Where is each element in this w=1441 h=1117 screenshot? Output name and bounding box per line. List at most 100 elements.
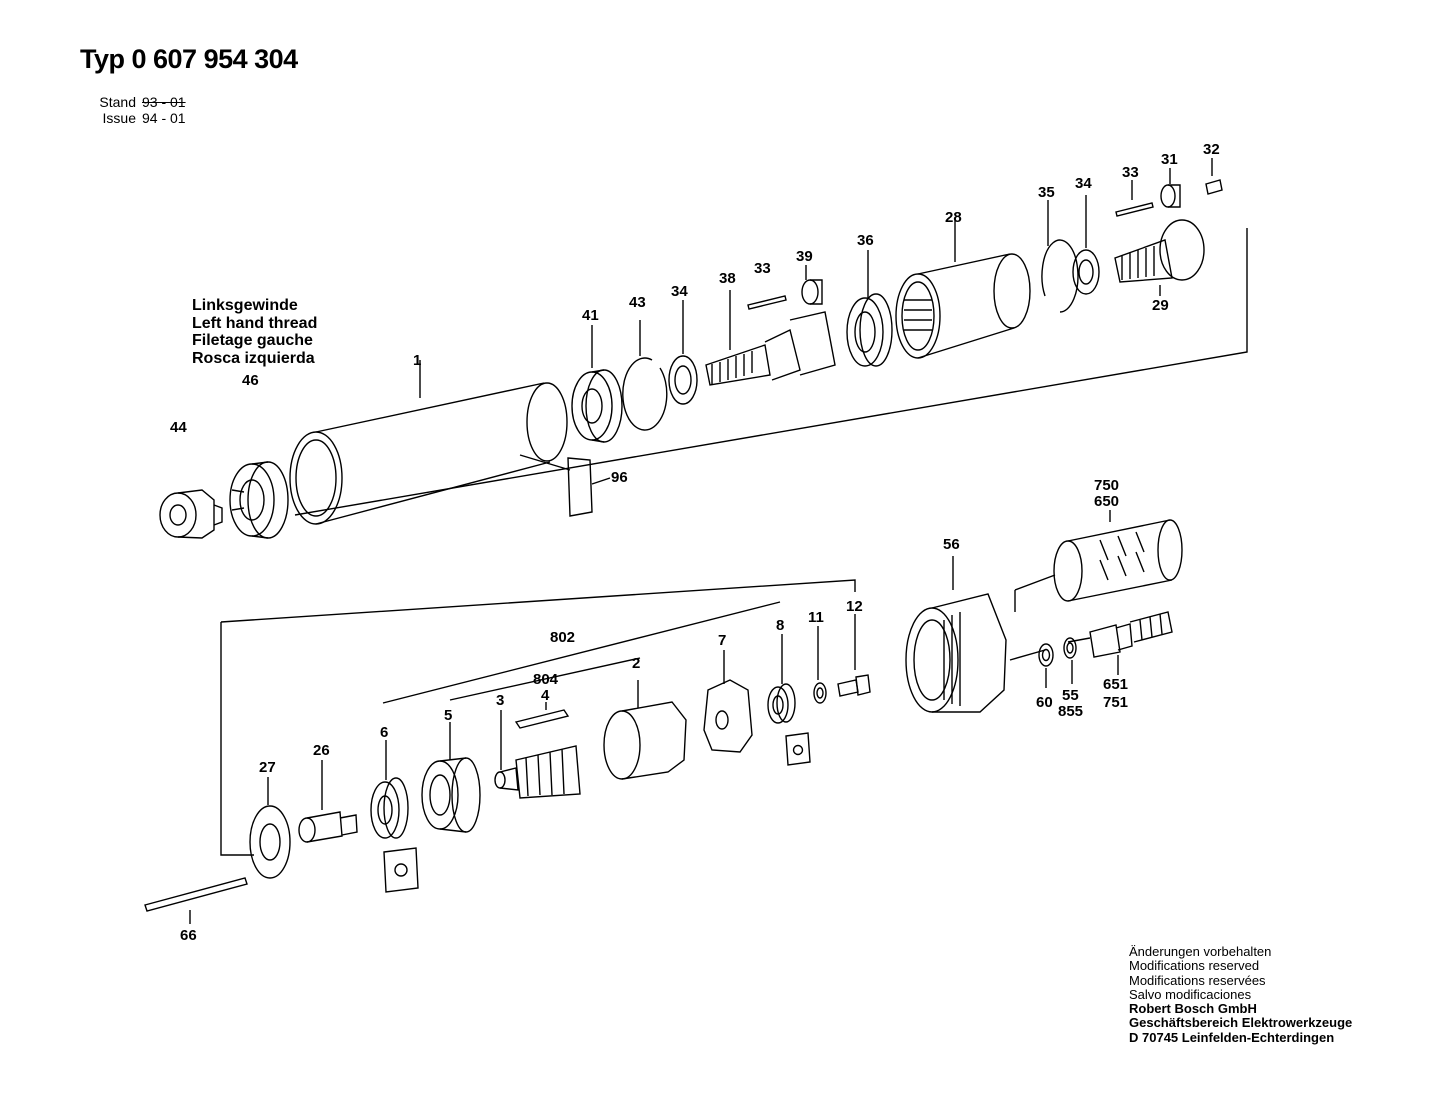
stand-label: Stand (99, 94, 136, 110)
part-44-nut (159, 489, 223, 539)
assembly-line-left (220, 622, 254, 856)
group-bracket-804 (449, 657, 641, 701)
part-27-disc (249, 777, 291, 879)
part-38-spindle (705, 290, 836, 386)
company-division: Geschäftsbereich Elektrowerkzeuge (1129, 1015, 1353, 1031)
part-7-rear-end-plate (703, 650, 753, 753)
group-bracket-802 (382, 601, 781, 704)
bearing-label-box-8 (785, 732, 811, 766)
part-11-washer (813, 626, 827, 704)
label-39: 39 (796, 248, 813, 265)
label-650: 650 (1094, 493, 1119, 510)
part-36-needle-bearing (846, 250, 893, 367)
part-34-washer-lower (668, 300, 698, 405)
stand-value: 93 - 01 (142, 94, 186, 110)
label-11: 11 (808, 609, 824, 626)
part-41-ball-bearing (571, 325, 623, 443)
part-750-silencer (1053, 510, 1183, 602)
part-5-end-plate (421, 722, 481, 833)
part-46-threaded-ring (229, 461, 289, 539)
part-55-washer (1063, 637, 1077, 684)
part-43-circlip (622, 320, 668, 431)
assembly-line-lower (220, 579, 856, 623)
part-6-ball-bearing (370, 740, 409, 839)
label-5: 5 (444, 707, 452, 724)
label-2: 2 (632, 655, 640, 672)
label-44: 44 (170, 419, 187, 436)
part-12-screw (837, 614, 871, 697)
part-2-cylinder (603, 680, 687, 780)
thread-note-en: Left hand thread (192, 314, 318, 332)
label-36: 36 (857, 232, 874, 249)
label-804: 804 (533, 671, 559, 688)
label-32: 32 (1203, 141, 1220, 158)
part-56-housing-cap (905, 556, 1007, 713)
footer-note-fr: Modifications reservées (1129, 972, 1266, 988)
label-55: 55 (1062, 687, 1079, 704)
label-38: 38 (719, 270, 736, 287)
label-35: 35 (1038, 184, 1055, 201)
part-33-pin-upper (747, 295, 787, 310)
part-66-rod (144, 877, 248, 924)
part-651-air-inlet-fitting (1089, 611, 1173, 675)
thread-note-es: Rosca izquierda (192, 349, 315, 367)
part-28-ring-gear (895, 220, 1031, 359)
thread-note-fr: Filetage gauche (192, 332, 313, 349)
label-66: 66 (180, 927, 197, 944)
revision-block: Stand 93 - 01 Issue 94 - 01 (86, 94, 186, 126)
part-31-gear-top (1160, 168, 1181, 208)
part-4-rotor-vane (514, 702, 570, 729)
issue-label: Issue (102, 110, 136, 126)
label-3: 3 (496, 692, 504, 709)
part-8-small-bearing (767, 634, 796, 724)
label-41: 41 (582, 307, 599, 324)
part-34-washer-upper (1072, 195, 1100, 295)
label-1: 1 (413, 352, 421, 369)
company-name: Robert Bosch GmbH (1129, 1001, 1257, 1017)
thread-note-de: Linksgewinde (192, 297, 298, 314)
label-60: 60 (1036, 694, 1053, 711)
label-7: 7 (718, 632, 726, 649)
label-28: 28 (945, 209, 962, 226)
label-651: 651 (1103, 676, 1128, 693)
label-26: 26 (313, 742, 330, 759)
part-96-brand-label (567, 457, 611, 517)
footer-notice: Änderungen vorbehalten Modifications res… (1129, 944, 1353, 1045)
label-27: 27 (259, 759, 276, 776)
label-34-mid: 34 (671, 283, 688, 300)
label-855: 855 (1058, 703, 1083, 720)
label-4: 4 (541, 687, 550, 704)
part-29-planet-carrier (1114, 219, 1205, 296)
issue-value: 94 - 01 (142, 110, 186, 126)
label-6: 6 (380, 724, 388, 741)
label-750: 750 (1094, 477, 1119, 494)
bearing-label-box-6 (383, 847, 419, 893)
label-29: 29 (1152, 297, 1169, 314)
label-43: 43 (629, 294, 646, 311)
label-12: 12 (846, 598, 863, 615)
company-address: D 70745 Leinfelden-Echterdingen (1129, 1029, 1335, 1045)
label-33-top: 33 (1122, 164, 1139, 181)
label-96: 96 (611, 469, 628, 486)
label-46: 46 (242, 372, 259, 389)
label-8: 8 (776, 617, 784, 634)
part-33-pin-top (1115, 180, 1154, 217)
label-56: 56 (943, 536, 960, 553)
left-hand-thread-note: Linksgewinde Left hand thread Filetage g… (192, 297, 317, 367)
assembly-line-upper (294, 228, 1248, 516)
part-35-circlip (1041, 200, 1079, 313)
part-32-pin-top (1205, 158, 1223, 195)
part-60-seal-ring (1038, 643, 1054, 688)
part-39-planet-gear (801, 265, 823, 305)
part-3-rotor (494, 710, 581, 799)
page-title: Typ 0 607 954 304 (80, 44, 298, 74)
footer-note-de: Änderungen vorbehalten (1129, 944, 1272, 959)
label-33-mid: 33 (754, 260, 771, 277)
label-802: 802 (550, 629, 575, 646)
label-34-top: 34 (1075, 175, 1092, 192)
part-26-drive-pinion (298, 760, 358, 843)
part-1-housing-tube (289, 360, 571, 525)
label-751: 751 (1103, 694, 1128, 711)
label-31: 31 (1161, 151, 1178, 168)
